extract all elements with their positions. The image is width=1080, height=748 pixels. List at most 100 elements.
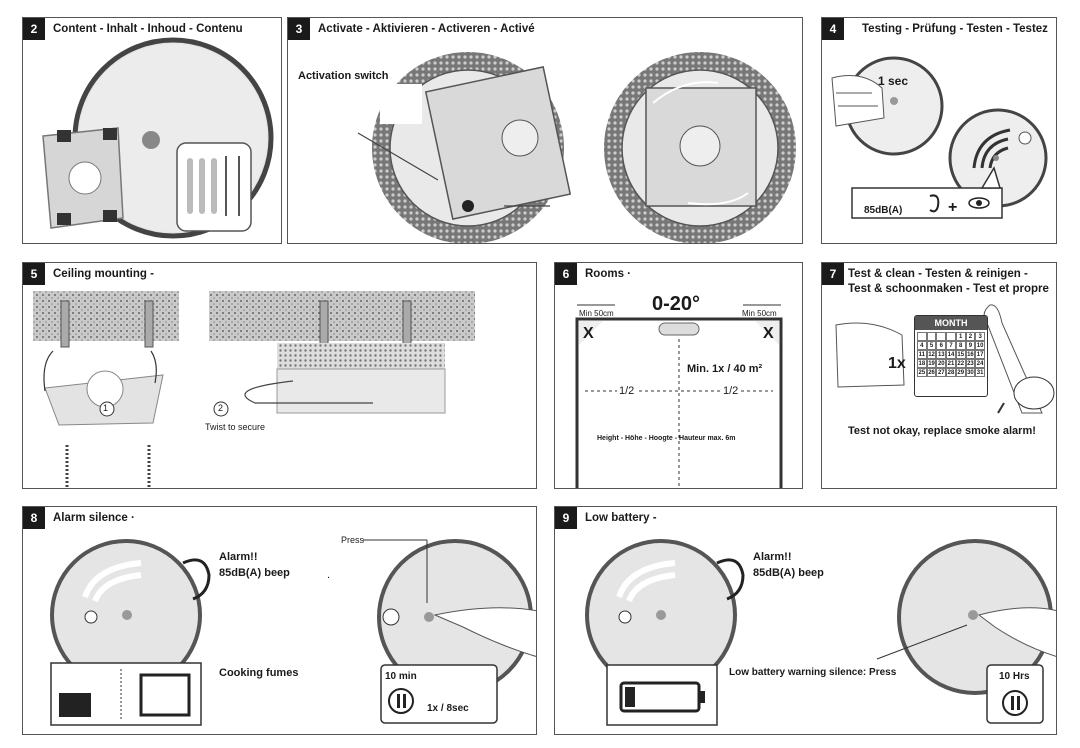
test-clean-illustration [835,304,1055,414]
alarm-silence-illustration [50,539,536,726]
calendar-day: 19 [926,359,937,368]
calendar-day: 7 [946,341,956,350]
duration-label: 1 sec [878,74,909,88]
angle-label: 0-20° [652,293,701,315]
cooking-label: Cooking fumes [219,667,299,679]
content-illustration [42,37,274,239]
step-number: 4 [822,18,844,40]
panel-alarm-silence: 8 Alarm silence · Alarm!! 85dB(A) beep .… [22,506,537,735]
panel-title: Testing - Prüfung - Testen - Testez [862,23,1048,35]
calendar-day: 16 [965,350,976,359]
calendar-month-label: MONTH [915,316,987,330]
plus-sign: + [948,199,958,216]
panel-title: Ceiling mounting - [53,268,154,280]
calendar-day: 30 [965,368,976,377]
calendar-day: 12 [926,350,937,359]
half-left-label: 1/2 [617,385,637,397]
calendar-day: 26 [926,368,937,377]
calendar-day: 9 [965,341,976,350]
calendar-day: 24 [975,359,985,368]
activation-switch-label: Activation switch [298,70,389,82]
calendar-day: 11 [917,350,927,359]
alarm-label: Alarm!! [753,551,792,563]
calendar-day: 27 [936,368,947,377]
panel-title-line2: Test & schoonmaken - Test et propre [848,283,1049,295]
calendar-day: 18 [917,359,927,368]
half-right-label: 1/2 [721,385,741,397]
panel-content: 2 Content - Inhalt - Inhoud - Contenu [22,17,282,244]
low-battery-illustration [585,539,1056,726]
panel-title: Content - Inhalt - Inhoud - Contenu [53,23,243,35]
calendar-day [917,332,927,341]
x-right-mark: X [763,325,774,342]
calendar-day [936,332,947,341]
calendar-day: 13 [936,350,947,359]
panel-rooms: 6 Rooms · 0-20° Min 50cm Min 50cm X X Mi… [554,262,803,489]
calendar-day: 20 [936,359,947,368]
rooms-illustration [575,304,783,488]
step-number: 6 [555,263,577,285]
panel-title: Alarm silence · [53,512,135,524]
calendar-day: 2 [965,332,976,341]
panel-title-line1: Test & clean - Testen & reinigen - [848,268,1028,280]
calendar-day: 25 [917,368,927,377]
step-number: 9 [555,507,577,529]
calendar-day [946,332,956,341]
panel-activate: 3 Activate - Aktivieren - Activeren - Ac… [287,17,803,244]
calendar-day: 6 [936,341,947,350]
calendar-day: 17 [975,350,985,359]
calendar-day: 31 [975,368,985,377]
activate-illustration [357,52,796,243]
panel-testing: 4 Testing - Prüfung - Testen - Testez 1 … [821,17,1057,244]
battery-silence-label: Low battery warning silence: Press [729,667,897,678]
decibel-label: 85dB(A) [864,205,903,216]
panel-low-battery: 9 Low battery - Alarm!! 85dB(A) beep Low… [554,506,1057,735]
step-two-label: 2 [218,403,224,413]
step-one-label: 1 [103,403,109,413]
twist-label: Twist to secure [205,422,266,432]
beep-label: 85dB(A) beep [219,567,290,579]
panel-title: Low battery - [585,512,657,524]
calendar-day: 10 [975,341,985,350]
alarm-label: Alarm!! [219,551,258,563]
panel-ceiling-mounting: 5 Ceiling mounting - 1 2 Twist to secure [22,262,537,489]
height-label: Height - Höhe - Hoogte - Hauteur max. 6m [597,435,736,442]
calendar-day: 22 [955,359,966,368]
hours-label: 10 Hrs [999,671,1030,682]
min-right-label: Min 50cm [742,309,777,318]
dot-mark: . [327,569,331,581]
calendar-day: 21 [946,359,956,368]
step-number: 3 [288,18,310,40]
calendar-day: 29 [955,368,966,377]
calendar-day: 23 [965,359,976,368]
panel-title: Activate - Aktivieren - Activeren - Acti… [318,23,535,35]
panel-title: Rooms · [585,268,631,280]
warning-text: Test not okay, replace smoke alarm! [848,425,1036,437]
step-number: 2 [23,18,45,40]
calendar-day: 1 [955,332,966,341]
calendar-day: 4 [917,341,927,350]
calendar-day [926,332,937,341]
calendar-day: 8 [955,341,966,350]
calendar-day: 3 [975,332,985,341]
calendar-day: 5 [926,341,937,350]
step-number: 7 [822,263,844,285]
step-number: 8 [23,507,45,529]
testing-illustration [831,56,1048,219]
press-label: Press [341,535,365,545]
label-mask [380,84,422,124]
min-left-label: Min 50cm [579,309,614,318]
minutes-label: 10 min [385,671,417,682]
frequency-label: 1x [888,355,906,372]
rate-label: 1x / 8sec [427,703,469,714]
calendar-day: 14 [946,350,956,359]
step-number: 5 [23,263,45,285]
panel-test-clean: 7 Test & clean - Testen & reinigen - Tes… [821,262,1057,489]
calendar-day: 15 [955,350,966,359]
min-area-label: Min. 1x / 40 m² [687,363,763,375]
calendar-day: 28 [946,368,956,377]
beep-label: 85dB(A) beep [753,567,824,579]
mounting-illustration [33,291,475,487]
